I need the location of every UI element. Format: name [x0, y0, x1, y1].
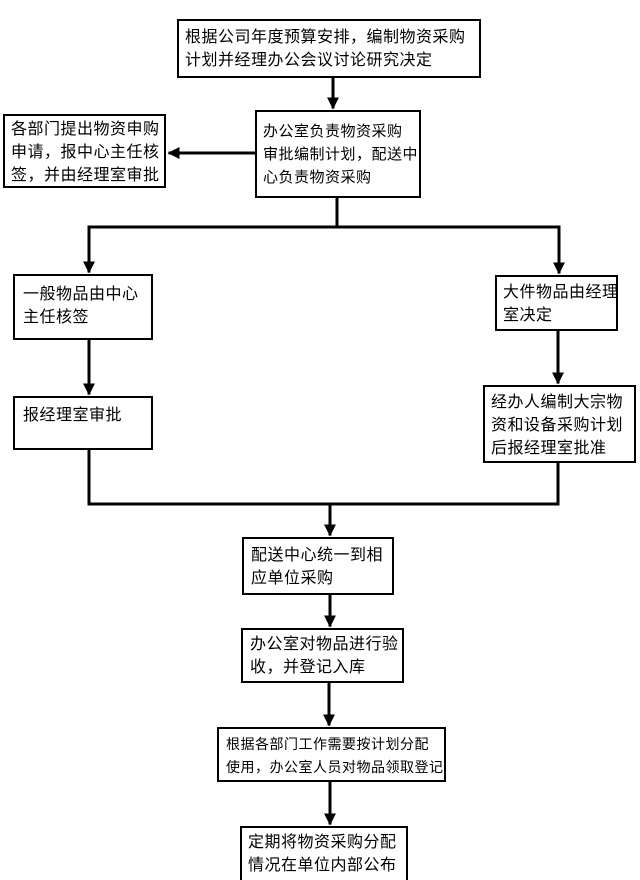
flow-node-dept-request: 各部门提出物资申购 申请，报中心主任核 签，并由经理室审批: [3, 114, 166, 188]
flow-node-inspect-register: 办公室对物品进行验 收，并登记入库: [241, 628, 404, 683]
flow-node-center-purchase: 配送中心统一到相 应单位采购: [242, 537, 394, 595]
flow-node-large-items: 大件物品由经理 室决定: [495, 275, 618, 331]
flow-node-manager-approval: 报经理室审批: [13, 396, 153, 450]
flow-node-publish-result: 定期将物资采购分配 情况在单位内部公布: [240, 826, 408, 880]
flow-node-distribute-use: 根据各部门工作需要按计划分配 使用，办公室人员对物品领取登记: [217, 727, 446, 782]
flow-node-budget-plan: 根据公司年度预算安排，编制物资采购 计划并经理办公会议讨论研究决定: [177, 19, 481, 78]
flow-node-office-duty: 办公室负责物资采购 审批编制计划，配送中 心负责物资采购: [255, 110, 421, 198]
flow-node-bulk-plan: 经办人编制大宗物 资和设备采购计划 后报经理室批准: [483, 385, 636, 463]
flow-node-general-items: 一般物品由中心 主任核签: [13, 274, 153, 340]
